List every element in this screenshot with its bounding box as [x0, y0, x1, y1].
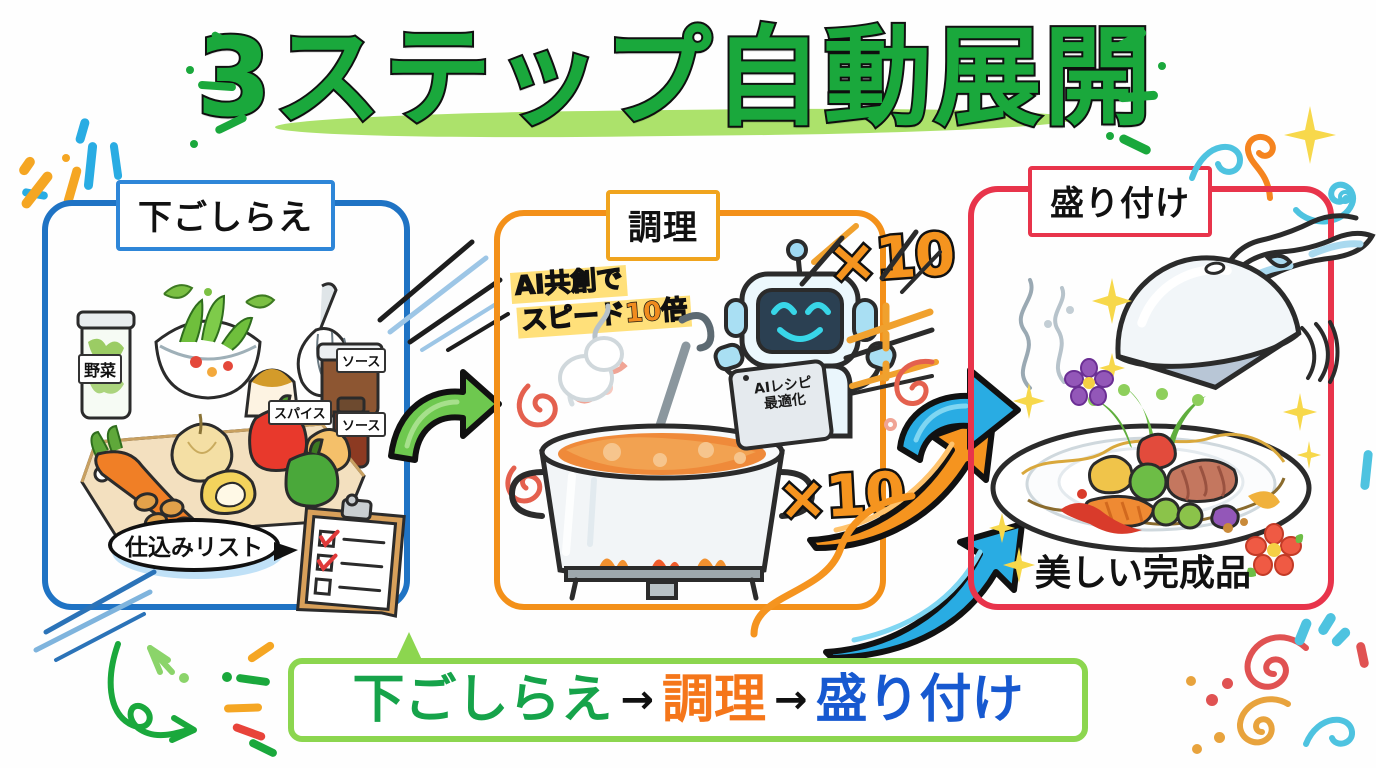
- label-sauce-jar: ソース: [336, 348, 387, 373]
- flower-red-icon: [1245, 523, 1304, 577]
- prep-list-bubble: 仕込みリスト: [108, 518, 298, 572]
- panel-cook-title: 調理: [606, 190, 720, 261]
- panel-plate[interactable]: 盛り付け: [968, 166, 1334, 610]
- decor-dash: [235, 673, 271, 687]
- decor-dot: [1158, 62, 1166, 70]
- decor-dash: [1359, 449, 1374, 491]
- arrow-cook-to-plate: [897, 367, 1021, 463]
- prep-list-bubble-text: 仕込みリスト: [125, 535, 263, 561]
- decor-dash: [1316, 611, 1338, 637]
- decor-dot: [1192, 744, 1202, 754]
- page-title: 3ステップ自動展開: [194, 14, 1154, 144]
- panel-cook[interactable]: 調理: [494, 190, 886, 610]
- summary-arrow-2: →: [774, 677, 808, 723]
- decor-dot: [1206, 694, 1218, 706]
- plate-cloche-motion: [1300, 320, 1340, 384]
- label-vegetables: 野菜: [78, 354, 123, 384]
- panel-plate-title: 盛り付け: [1028, 166, 1212, 237]
- arrow-prep-to-cook: [388, 369, 502, 463]
- decor-dot: [1106, 132, 1114, 140]
- cook-swirl-right: [894, 358, 935, 406]
- summary-step-2: 調理: [661, 670, 766, 730]
- decor-dash: [109, 141, 123, 181]
- decor-sparkle: [1284, 106, 1336, 164]
- decor-dot: [884, 418, 897, 431]
- prep-speed-lines: [377, 239, 510, 352]
- cook-scene: [505, 303, 816, 601]
- decor-dash: [223, 703, 263, 713]
- decor-spiral-orange: [1237, 696, 1291, 746]
- sparkle-icon: [1099, 353, 1125, 383]
- cook-guide-curve: [750, 492, 916, 638]
- plate-steam: [1018, 278, 1074, 390]
- prep-speed-lines-lower: [33, 569, 157, 662]
- summary-connector-tick: [396, 632, 422, 660]
- decor-dot: [222, 672, 232, 682]
- flower-purple-icon: [1064, 358, 1114, 406]
- cook-burst-lines: [799, 223, 942, 396]
- summary-step-1: 下ごしらえ: [352, 670, 613, 730]
- plate-cloche: [1115, 253, 1302, 391]
- sparkle-icon: [1297, 441, 1321, 469]
- decor-dash: [231, 722, 267, 742]
- decor-loop-arrow-green: [107, 641, 197, 743]
- decor-dot: [186, 66, 194, 74]
- robot-tablet: [728, 359, 834, 451]
- title-text: 3ステップ自動展開: [194, 16, 1154, 141]
- decor-dot: [190, 140, 198, 148]
- decor-dot: [1338, 190, 1352, 204]
- plate-dish: [990, 384, 1312, 553]
- decor-swirl-cyan: [1189, 144, 1244, 181]
- decor-dot: [1214, 732, 1225, 743]
- panel-prep[interactable]: 下ごしらえ: [42, 180, 410, 610]
- cook-copy-line-1: AI共創で: [509, 264, 628, 305]
- decor-dash: [17, 154, 37, 178]
- panel-prep-title: 下ごしらえ: [116, 180, 335, 251]
- decor-swirl-cyan: [1293, 181, 1357, 225]
- summary-flow-bar[interactable]: 下ごしらえ → 調理 → 盛り付け: [288, 658, 1088, 742]
- plate-caption: 美しい完成品: [1035, 553, 1252, 594]
- decor-dash: [247, 737, 279, 759]
- decor-dash: [1355, 641, 1370, 669]
- decor-dash: [1329, 625, 1353, 649]
- decor-dot: [62, 154, 70, 162]
- summary-arrow-1: →: [620, 677, 654, 723]
- sparkle-icon: [1283, 393, 1317, 431]
- decor-dash: [246, 640, 276, 664]
- decor-spiral-red: [1244, 634, 1309, 690]
- sparkle-icon: [989, 513, 1015, 543]
- decor-dot: [1222, 678, 1233, 689]
- decor-dot: [1186, 676, 1196, 686]
- label-spice: スパイス: [268, 400, 332, 425]
- decor-dash: [74, 117, 91, 145]
- prep-clipboard: [296, 493, 406, 618]
- summary-step-3: 盛り付け: [815, 670, 1024, 730]
- sparkle-icon: [1013, 383, 1045, 419]
- label-sauce-bottle: ソース: [336, 412, 387, 437]
- sparkle-icon: [1003, 547, 1035, 583]
- decor-dash: [83, 141, 98, 191]
- sparkle-icon: [1092, 278, 1132, 324]
- decor-swirl-cyan: [1303, 716, 1355, 747]
- decor-swirl-orange: [1245, 133, 1276, 201]
